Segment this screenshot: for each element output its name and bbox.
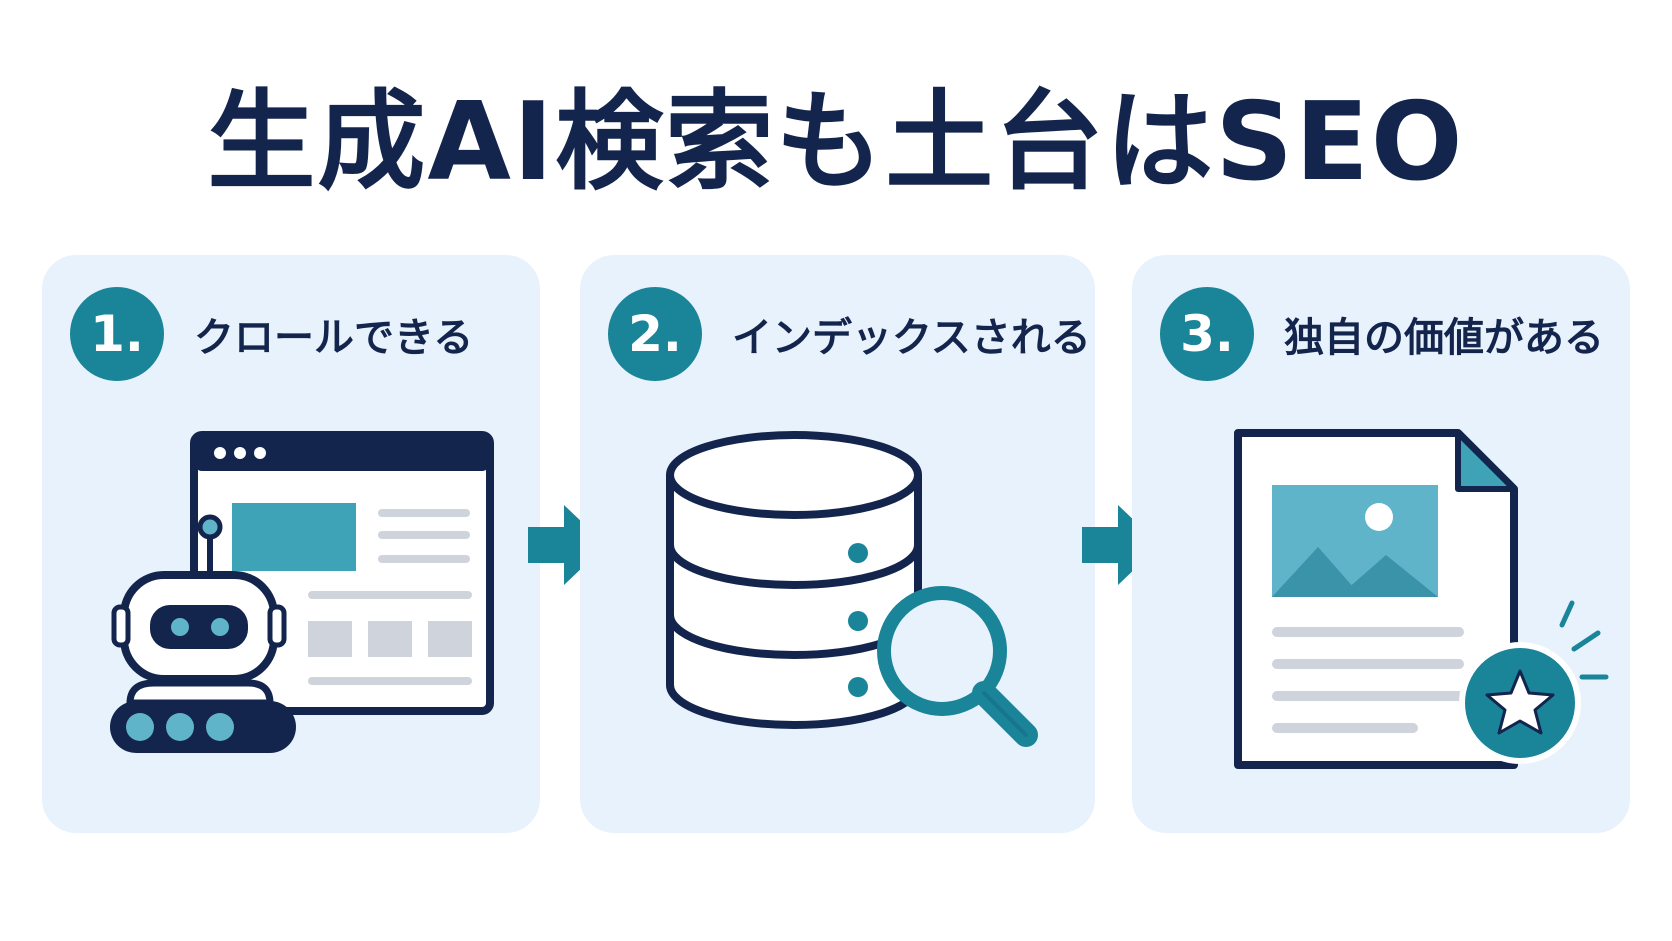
step-header: 3. 独自の価値がある bbox=[1160, 287, 1604, 381]
step-number-badge: 2. bbox=[608, 287, 702, 381]
database-search-icon bbox=[666, 431, 1038, 747]
page-title: 生成AI検索も土台はSEO bbox=[207, 80, 1465, 205]
step-panel-value: 3. 独自の価値がある bbox=[1132, 255, 1630, 833]
document-star-icon bbox=[1234, 429, 1609, 769]
step-panel-index: 2. インデックスされる bbox=[580, 255, 1095, 833]
step-label: インデックスされる bbox=[732, 315, 1091, 361]
step-label: クロールできる bbox=[194, 315, 474, 361]
step-label: 独自の価値がある bbox=[1284, 315, 1604, 361]
step-number-badge: 1. bbox=[70, 287, 164, 381]
step-header: 1. クロールできる bbox=[70, 287, 473, 381]
step-number-badge: 3. bbox=[1160, 287, 1254, 381]
step-panel-crawl: 1. クロールできる bbox=[42, 255, 540, 833]
crawler-robot-browser-icon bbox=[110, 431, 494, 753]
step-header: 2. インデックスされる bbox=[608, 287, 1091, 381]
